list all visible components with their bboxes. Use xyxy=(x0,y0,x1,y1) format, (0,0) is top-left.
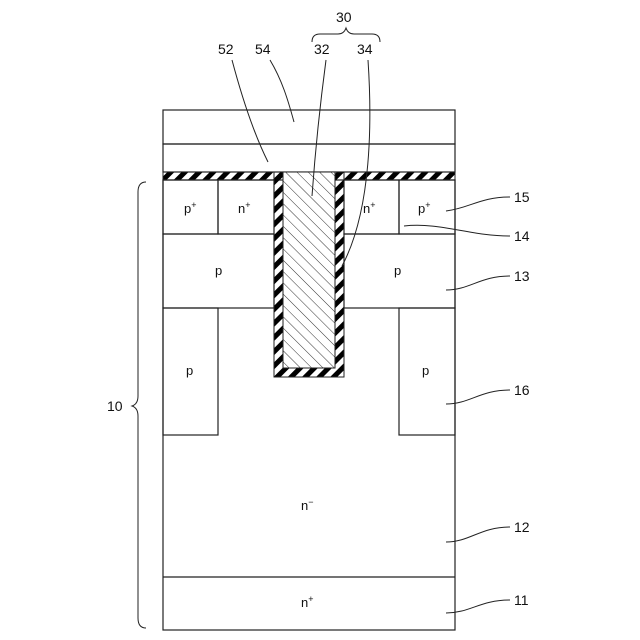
label-52: 52 xyxy=(218,41,234,57)
label-15: 15 xyxy=(514,189,530,205)
label-12: 12 xyxy=(514,519,530,535)
region-label-p-pillar-left: p xyxy=(186,363,193,378)
brace-30 xyxy=(312,28,380,42)
gate-electrode-hatch xyxy=(283,172,335,368)
region-label-p-pillar-right: p xyxy=(422,363,429,378)
region-label-n-plus-right: n+ xyxy=(363,200,376,216)
label-34: 34 xyxy=(357,41,373,57)
barrier-layer xyxy=(163,144,455,172)
label-54: 54 xyxy=(255,41,271,57)
region-label-p-left: p xyxy=(215,263,222,278)
leader-54 xyxy=(270,60,294,122)
region-label-p-right: p xyxy=(394,263,401,278)
leader-52 xyxy=(232,60,268,162)
top-electrode-layer xyxy=(163,110,455,144)
label-13: 13 xyxy=(514,268,530,284)
region-label-n-plus-bottom: n+ xyxy=(301,594,314,610)
region-label-p-plus-left: p+ xyxy=(184,200,197,216)
label-30: 30 xyxy=(336,9,352,25)
label-16: 16 xyxy=(514,382,530,398)
region-label-n-minus: n− xyxy=(301,497,314,513)
region-label-p-plus-right: p+ xyxy=(418,200,431,216)
leader-34 xyxy=(342,60,370,266)
label-32: 32 xyxy=(314,41,330,57)
label-11: 11 xyxy=(514,592,529,608)
region-label-n-plus-left: n+ xyxy=(238,200,251,216)
brace-10 xyxy=(132,182,146,628)
label-14: 14 xyxy=(514,228,530,244)
label-10: 10 xyxy=(107,398,123,414)
